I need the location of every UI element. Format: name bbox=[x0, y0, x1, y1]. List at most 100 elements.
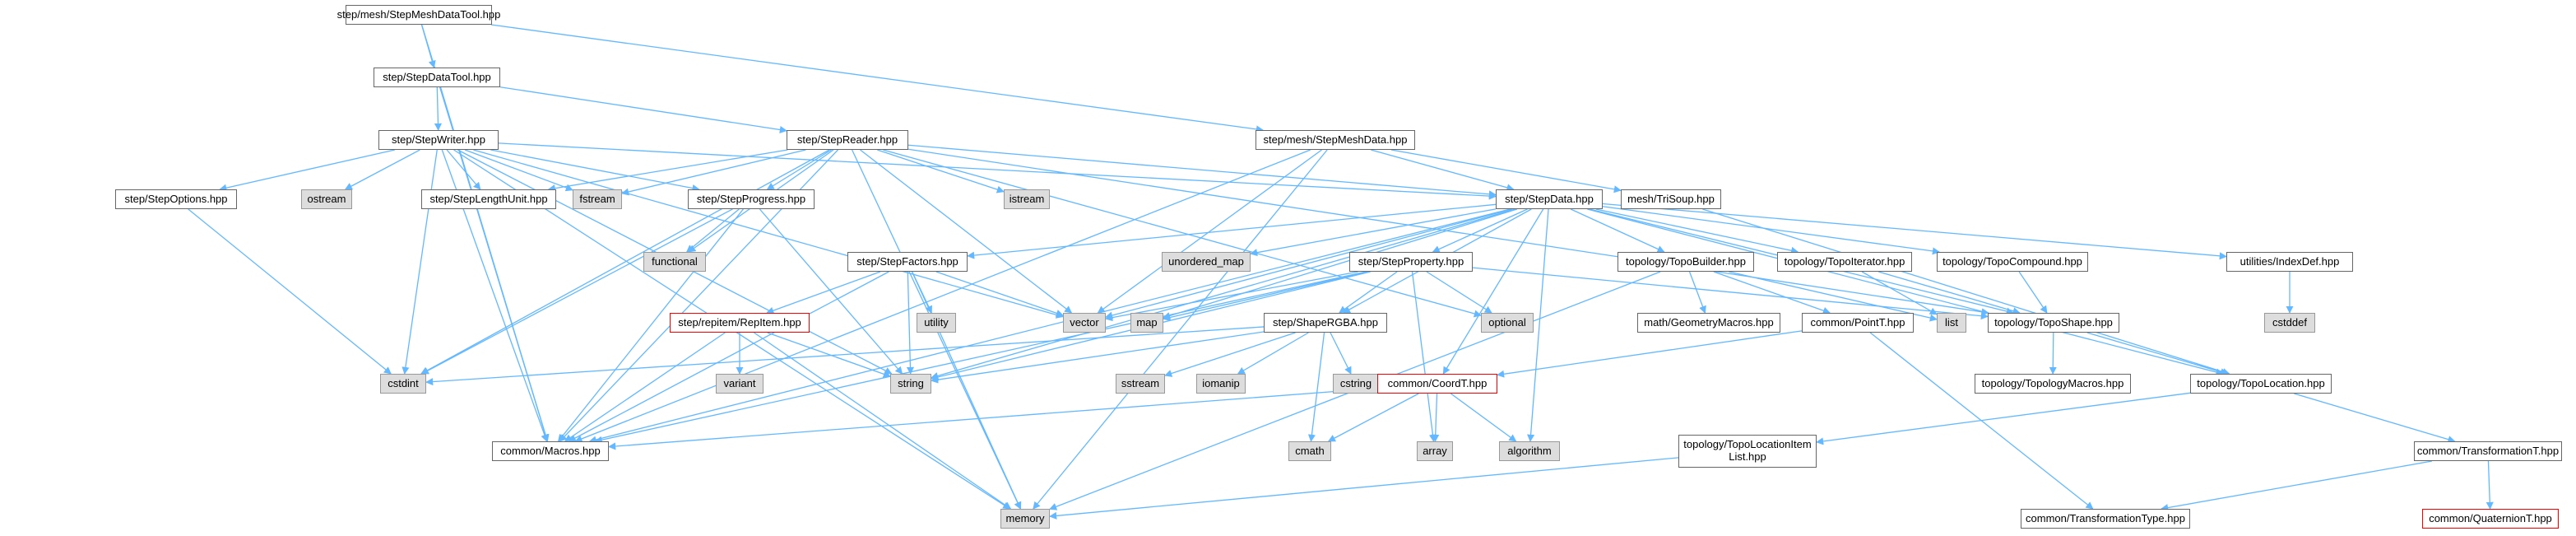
edge-stepdata-to-indexdef bbox=[1602, 203, 2227, 260]
node-utility[interactable]: utility bbox=[917, 313, 956, 333]
edge-stepmeshdata-to-memory bbox=[1033, 149, 1328, 510]
node-topology-topolocation[interactable]: topology/TopoLocation.hpp bbox=[2190, 374, 2332, 394]
node-vector[interactable]: vector bbox=[1063, 313, 1106, 333]
edge-stepdata-to-topocompound bbox=[1602, 206, 1941, 255]
node-topology-topobuilder[interactable]: topology/TopoBuilder.hpp bbox=[1618, 252, 1754, 272]
edge-stepwriter-to-steplengthunit bbox=[446, 149, 481, 190]
node-cstdint[interactable]: cstdint bbox=[380, 374, 426, 394]
node-topology-topolocationitemlist[interactable]: topology/TopoLocationItem List.hpp bbox=[1678, 435, 1817, 468]
node-mesh-trisoup[interactable]: mesh/TriSoup.hpp bbox=[1621, 189, 1721, 209]
edge-repitem-to-macros bbox=[564, 332, 726, 442]
node-common-transformationtype[interactable]: common/TransformationType.hpp bbox=[2021, 509, 2190, 529]
edge-stepreader-to-cstdint bbox=[420, 149, 830, 375]
node-utilities-indexdef[interactable]: utilities/IndexDef.hpp bbox=[2226, 252, 2353, 272]
edge-stepmeshdata-to-macros bbox=[574, 149, 1311, 443]
node-algorithm[interactable]: algorithm bbox=[1499, 441, 1560, 461]
node-math-geometrymacros[interactable]: math/GeometryMacros.hpp bbox=[1637, 313, 1780, 333]
edge-stepfactors-to-macros bbox=[568, 271, 889, 442]
node-step-mesh-stepmeshdata[interactable]: step/mesh/StepMeshData.hpp bbox=[1256, 130, 1415, 150]
node-fstream[interactable]: fstream bbox=[573, 189, 622, 209]
node-common-transformationt[interactable]: common/TransformationT.hpp bbox=[2414, 441, 2562, 461]
edge-stepwriter-to-fstream bbox=[464, 149, 573, 192]
node-step-stepwriter[interactable]: step/StepWriter.hpp bbox=[378, 130, 499, 150]
node-common-pointt[interactable]: common/PointT.hpp bbox=[1802, 313, 1914, 333]
node-optional[interactable]: optional bbox=[1481, 313, 1534, 333]
edge-stepfactors-to-memory bbox=[911, 271, 1022, 510]
edge-topolocationitemlist-to-memory bbox=[1049, 457, 1679, 520]
edge-stepprogress-to-macros bbox=[558, 208, 744, 442]
edge-shapergba-to-iomanip bbox=[1237, 332, 1309, 375]
node-memory[interactable]: memory bbox=[1000, 509, 1050, 529]
node-step-stepproperty[interactable]: step/StepProperty.hpp bbox=[1349, 252, 1473, 272]
node-topology-toposhape[interactable]: topology/TopoShape.hpp bbox=[1988, 313, 2119, 333]
node-list[interactable]: list bbox=[1937, 313, 1966, 333]
node-step-stepreader[interactable]: step/StepReader.hpp bbox=[787, 130, 908, 150]
node-common-coordt[interactable]: common/CoordT.hpp bbox=[1377, 374, 1497, 394]
edge-coordt-to-algorithm bbox=[1450, 393, 1517, 442]
node-istream[interactable]: istream bbox=[1004, 189, 1050, 209]
node-ostream[interactable]: ostream bbox=[301, 189, 352, 209]
edge-transformationt-to-quaterniont bbox=[2485, 460, 2494, 510]
edge-stepwriter-to-stepdata bbox=[498, 142, 1497, 200]
node-variant[interactable]: variant bbox=[716, 374, 764, 394]
node-topology-topocompound[interactable]: topology/TopoCompound.hpp bbox=[1937, 252, 2088, 272]
node-sstream[interactable]: sstream bbox=[1116, 374, 1165, 394]
edge-coordt-to-cmath bbox=[1327, 393, 1419, 442]
edge-root-to-stepmeshdata bbox=[490, 24, 1264, 133]
edge-stepdata-to-topolocation bbox=[1587, 208, 2224, 376]
edge-stepreader-to-toposhape bbox=[907, 148, 1989, 316]
node-common-macros[interactable]: common/Macros.hpp bbox=[492, 441, 609, 461]
edge-stepmeshdata-to-vector bbox=[1097, 149, 1322, 314]
node-functional[interactable]: functional bbox=[643, 252, 706, 272]
edge-shapergba-to-sstream bbox=[1164, 332, 1296, 377]
node-step-repitem-repitem[interactable]: step/repitem/RepItem.hpp bbox=[670, 313, 810, 333]
edge-shapergba-to-cstdint bbox=[425, 326, 1265, 386]
node-step-stepprogress[interactable]: step/StepProgress.hpp bbox=[688, 189, 815, 209]
node-step-stepdata[interactable]: step/StepData.hpp bbox=[1496, 189, 1603, 209]
edge-stepdata-to-vector bbox=[1105, 208, 1512, 319]
edge-stepdata-to-topoiterator bbox=[1595, 208, 1799, 254]
edge-stepproperty-to-optional bbox=[1426, 271, 1492, 314]
edge-transformationt-to-transformationtype bbox=[2161, 460, 2433, 512]
node-step-mesh-steplmeshdatatool[interactable]: step/mesh/StepMeshDataTool.hpp bbox=[337, 5, 500, 25]
node-topology-topologymacros[interactable]: topology/TopologyMacros.hpp bbox=[1975, 374, 2131, 394]
node-step-stepdatatool[interactable]: step/StepDataTool.hpp bbox=[374, 68, 500, 87]
node-step-steplengthunit[interactable]: step/StepLengthUnit.hpp bbox=[421, 189, 556, 209]
edge-stepproperty-to-array bbox=[1411, 271, 1437, 442]
edge-topoiterator-to-toposhape bbox=[1878, 271, 2021, 315]
edge-stepfactors-to-vector bbox=[935, 271, 1064, 317]
edge-stepwriter-to-stepprogress bbox=[490, 149, 700, 192]
edge-stepfactors-to-string bbox=[906, 271, 915, 375]
node-map[interactable]: map bbox=[1130, 313, 1163, 333]
node-common-quaterniont[interactable]: common/QuaternionT.hpp bbox=[2422, 509, 2559, 529]
edge-topolocation-to-topolocationitemlist bbox=[1816, 392, 2191, 445]
edge-stepdata-to-coordt bbox=[1442, 208, 1544, 375]
edge-stepproperty-to-shapergba bbox=[1339, 271, 1398, 314]
node-array[interactable]: array bbox=[1417, 441, 1453, 461]
node-step-stepoptions[interactable]: step/StepOptions.hpp bbox=[115, 189, 237, 209]
edge-stepdata-to-stepproperty bbox=[1432, 208, 1528, 253]
node-topology-topoiterator[interactable]: topology/TopoIterator.hpp bbox=[1777, 252, 1912, 272]
edge-trisoup-to-topolocation bbox=[1702, 208, 2230, 375]
edge-stepprogress-to-cstdint bbox=[420, 208, 733, 375]
node-string[interactable]: string bbox=[890, 374, 931, 394]
node-cmath[interactable]: cmath bbox=[1288, 441, 1331, 461]
node-step-stepfactors[interactable]: step/StepFactors.hpp bbox=[847, 252, 968, 272]
edge-topobuilder-to-geometrymacros bbox=[1688, 271, 1706, 314]
edge-stepdata-to-macros bbox=[588, 208, 1511, 444]
edge-stepwriter-to-vector bbox=[473, 149, 1064, 319]
edge-stepreader-to-stepprogress bbox=[766, 149, 832, 190]
node-iomanip[interactable]: iomanip bbox=[1196, 374, 1246, 394]
edge-stepreader-to-optional bbox=[883, 149, 1482, 318]
edge-stepproperty-to-vector bbox=[1105, 271, 1358, 322]
edge-topocompound-to-toposhape bbox=[2018, 271, 2048, 314]
node-unordered-map[interactable]: unordered_map bbox=[1162, 252, 1251, 272]
node-step-shapergba[interactable]: step/ShapeRGBA.hpp bbox=[1264, 313, 1387, 333]
edge-topobuilder-to-list bbox=[1729, 271, 1938, 322]
edge-stepreader-to-vector bbox=[860, 149, 1073, 314]
edge-shapergba-to-string bbox=[931, 331, 1265, 384]
edge-stepdata-to-string bbox=[931, 208, 1515, 380]
node-cstring[interactable]: cstring bbox=[1333, 374, 1379, 394]
node-cstddef[interactable]: cstddef bbox=[2264, 313, 2315, 333]
edge-stepwriter-to-cstdint bbox=[401, 149, 438, 375]
